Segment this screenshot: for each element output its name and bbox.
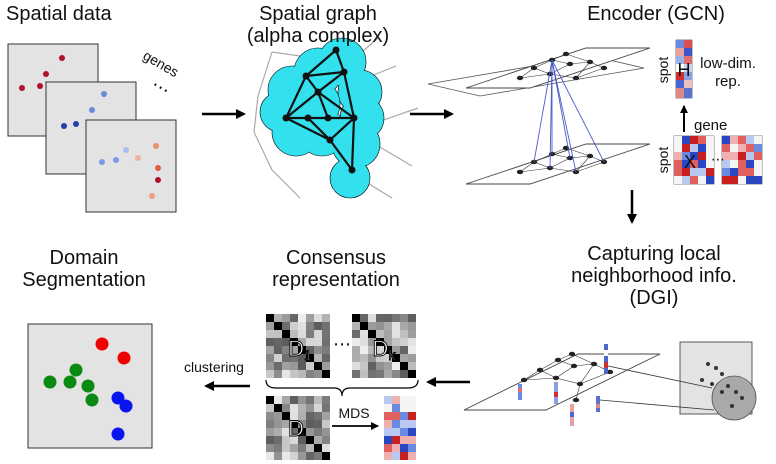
- encoder-title: Encoder (GCN): [587, 3, 725, 25]
- consensus-title-2: representation: [272, 269, 400, 291]
- consensus-embedding: [384, 396, 416, 460]
- matrix-d: [266, 396, 330, 460]
- dgi-title-1: Capturing local: [587, 243, 721, 265]
- cluster-red: [95, 337, 131, 365]
- consensus-brace: [265, 379, 419, 397]
- consensus-title-1: Consensus: [285, 247, 387, 269]
- cluster-green: [43, 363, 99, 407]
- encoder-gcn: H spot low-dim. rep. gene X ⋯ spot: [427, 39, 763, 185]
- x-matrix-label: X: [684, 152, 696, 172]
- h-matrix-cells: [676, 40, 692, 98]
- clustering-label: clustering: [184, 359, 244, 375]
- h-spot-label: spot: [655, 57, 671, 84]
- matrix-dk: [352, 314, 416, 378]
- gene-label: gene: [694, 117, 727, 134]
- x-matrix-2: [721, 135, 763, 185]
- consensus-ellipsis: ⋯: [333, 334, 351, 355]
- x-spot-label: spot: [655, 147, 671, 174]
- spatial-data-slides: [7, 43, 177, 213]
- x-ellipsis: ⋯: [711, 152, 725, 168]
- spatial-data-title: Spatial data: [6, 3, 112, 25]
- lowdim-label-1: low-dim.: [700, 55, 756, 72]
- domain-title-1: Domain: [49, 247, 119, 269]
- matrix-d-label: D: [288, 416, 304, 441]
- spatial-graph-subtitle: (alpha complex): [246, 25, 390, 47]
- spatial-graph: [253, 37, 419, 199]
- x-matrix: [673, 135, 715, 185]
- consensus-panel: D1 Dk ⋯ D MDS: [265, 314, 419, 460]
- spatial-graph-title: Spatial graph: [259, 3, 377, 25]
- matrix-dk-label: Dk: [373, 336, 397, 363]
- dgi-title-3: (DGI): [629, 287, 679, 309]
- cluster-blue: [111, 391, 133, 441]
- dgi-title-2: neighborhood info.: [571, 265, 737, 287]
- matrix-d1: [266, 314, 330, 378]
- h-matrix-label: H: [678, 60, 691, 80]
- slide-front: [85, 119, 177, 213]
- dgi-panel: [463, 341, 757, 426]
- matrix-d1-label: D1: [288, 336, 312, 363]
- lowdim-label-2: rep.: [715, 73, 741, 90]
- mds-label: MDS: [338, 405, 369, 421]
- domain-title-2: Segmentation: [22, 269, 146, 291]
- domain-segmentation: [27, 323, 153, 449]
